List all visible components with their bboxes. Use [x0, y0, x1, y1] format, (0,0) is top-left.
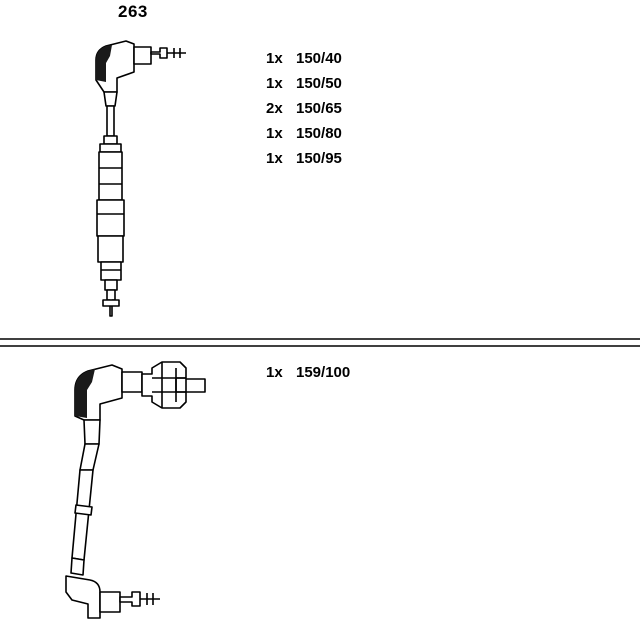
legend-qty: 1x: [266, 125, 283, 142]
top-terminal-pin: [150, 47, 168, 59]
bottom-lower-connector-block: [99, 591, 121, 613]
legend-qty: 1x: [266, 150, 283, 167]
top-collar: [103, 135, 118, 145]
legend-item: 2x 150/65: [266, 100, 342, 117]
top-end-flange: [102, 299, 120, 307]
bottom-lower-neck: [70, 557, 85, 576]
legend-code: 150/50: [296, 75, 342, 92]
page-title: 263: [118, 2, 148, 21]
top-base-connector: [100, 261, 122, 281]
bottom-cable-assembly: [65, 361, 206, 619]
boot-shadow: [96, 45, 112, 82]
legend-item: 1x 159/100: [266, 364, 350, 381]
top-sleeve-body: [98, 151, 123, 201]
legend-code: 150/95: [296, 150, 342, 167]
legend-item: 1x 150/95: [266, 150, 342, 167]
top-cable-assembly: [95, 40, 186, 317]
bottom-connector-block: [121, 371, 143, 393]
divider-lines: [0, 338, 640, 347]
top-mid-body: [96, 199, 125, 237]
bottom-terminal-tail: [185, 378, 206, 393]
top-lower-body: [97, 235, 124, 263]
bottom-boot-neck: [83, 419, 101, 445]
legend-code: 159/100: [296, 364, 351, 381]
legend-item: 1x 150/80: [266, 125, 342, 142]
bottom-lower-terminal-pin: [119, 591, 141, 607]
legend-item: 1x 150/40: [266, 50, 342, 67]
legend-code: 150/40: [296, 50, 342, 67]
legend-code: 150/65: [296, 100, 342, 117]
legend-qty: 1x: [266, 50, 283, 67]
legend-qty: 2x: [266, 100, 283, 117]
bottom-parts-legend: 1x 159/100: [266, 364, 350, 381]
legend-code: 150/80: [296, 125, 342, 142]
top-stub: [104, 279, 118, 291]
top-shoulder: [99, 143, 122, 153]
legend-qty: 1x: [266, 75, 283, 92]
bottom-lower-boot: [65, 575, 101, 619]
bottom-terminal-housing: [141, 361, 187, 409]
top-boot-neck: [103, 91, 118, 107]
bottom-cable-clip: [74, 504, 93, 516]
bottom-boot-taper: [79, 443, 100, 471]
top-parts-legend: 1x 150/40 1x 150/50 2x 150/65 1x 150/80 1x 15…: [266, 50, 342, 175]
top-connector-block: [133, 46, 152, 65]
legend-item: 1x 150/50: [266, 75, 342, 92]
legend-qty: 1x: [266, 364, 283, 381]
bottom-boot-shadow: [75, 369, 95, 418]
